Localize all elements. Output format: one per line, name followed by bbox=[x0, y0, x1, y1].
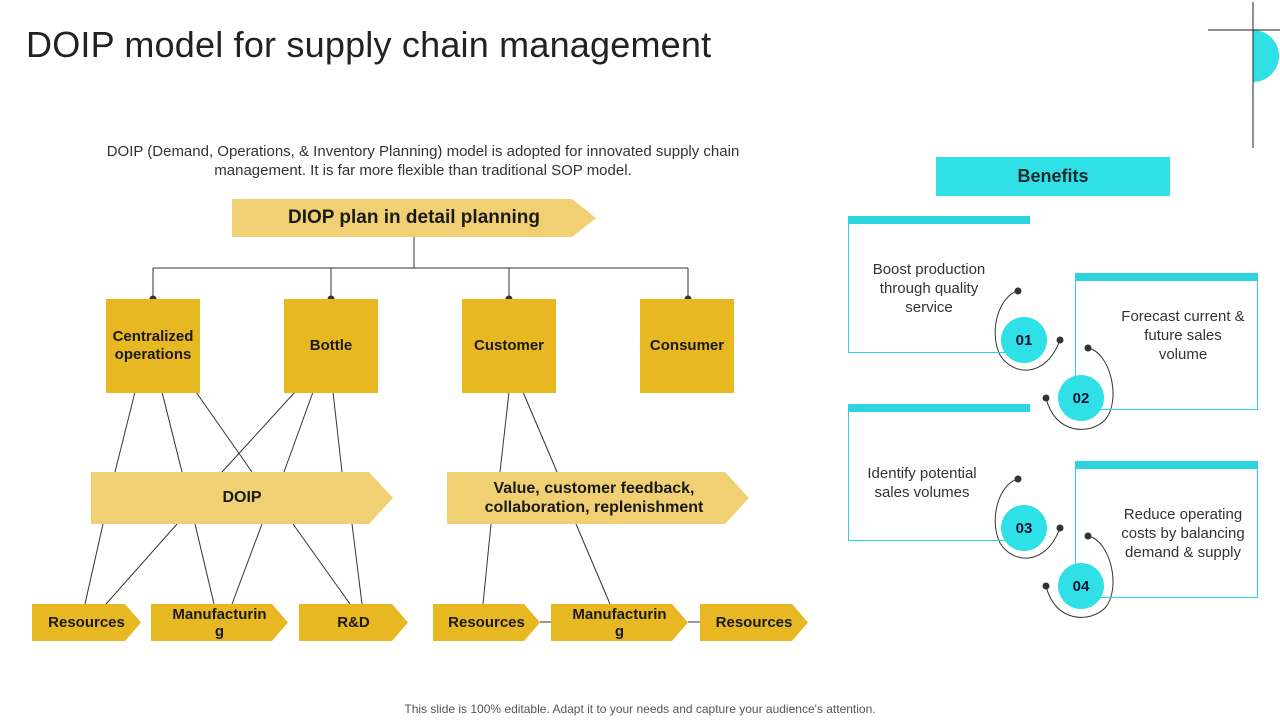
tag-rnd: R&D bbox=[299, 604, 408, 641]
connector-line bbox=[522, 391, 558, 473]
benefit-number-02: 02 bbox=[1058, 375, 1104, 421]
benefit-dot bbox=[1014, 475, 1022, 483]
benefit-text-02: Forecast current & future sales volume bbox=[1121, 308, 1245, 363]
connector-line bbox=[351, 523, 363, 605]
tag-label: Resources bbox=[715, 614, 793, 631]
intro-text: DOIP (Demand, Operations, & Inventory Pl… bbox=[106, 143, 740, 179]
benefit-number-04: 04 bbox=[1058, 563, 1104, 609]
benefit-bar bbox=[848, 216, 1030, 224]
connector-line bbox=[161, 391, 183, 473]
connector-line bbox=[114, 391, 136, 473]
box-bottle: Bottle bbox=[284, 299, 378, 393]
corner-half-circle bbox=[1253, 30, 1279, 82]
benefit-arc-04 bbox=[1045, 535, 1114, 618]
tag-manufacturing: Manufacturin g bbox=[151, 604, 288, 641]
benefit-bar bbox=[1075, 273, 1258, 281]
benefits-heading: Benefits bbox=[936, 157, 1170, 196]
connector-line bbox=[231, 523, 263, 605]
benefit-card-04 bbox=[1075, 461, 1258, 598]
box-label: Bottle bbox=[309, 337, 353, 354]
plan-arrow: DIOP plan in detail planning bbox=[232, 199, 596, 237]
benefit-card-02 bbox=[1075, 273, 1258, 410]
doip-arrow: DOIP bbox=[91, 472, 393, 524]
benefit-bar bbox=[1075, 461, 1258, 469]
box-label: Consumer bbox=[649, 337, 725, 354]
tag-resources: Resources bbox=[700, 604, 808, 641]
benefit-number-01: 01 bbox=[1001, 317, 1047, 363]
connector-line bbox=[482, 523, 492, 605]
tag-label: Resources bbox=[48, 614, 125, 631]
value-arrow-label: Value, customer feedback, collaboration,… bbox=[484, 480, 704, 516]
connector-line bbox=[105, 523, 178, 605]
box-label: Centralized operations bbox=[112, 328, 194, 363]
box-consumer: Consumer bbox=[640, 299, 734, 393]
connector-line bbox=[499, 391, 510, 473]
tag-resources: Resources bbox=[433, 604, 540, 641]
benefit-dot bbox=[1042, 394, 1050, 402]
benefit-card-03 bbox=[848, 404, 1030, 541]
connector-line bbox=[292, 523, 351, 605]
benefit-number-03: 03 bbox=[1001, 505, 1047, 551]
tag-label: R&D bbox=[337, 614, 370, 631]
tag-label: Manufacturin g bbox=[172, 605, 267, 640]
connector-line bbox=[332, 391, 343, 473]
benefit-bar bbox=[848, 404, 1030, 412]
tag-manufacturing: Manufacturin g bbox=[551, 604, 688, 641]
connector-line bbox=[194, 523, 215, 605]
benefit-text-01: Boost production through quality service bbox=[872, 261, 986, 316]
benefit-arc-03 bbox=[994, 478, 1061, 559]
footer-note: This slide is 100% editable. Adapt it to… bbox=[404, 702, 876, 716]
tag-label: Resources bbox=[448, 614, 525, 631]
benefit-dot bbox=[1014, 287, 1022, 295]
tag-label: Manufacturin g bbox=[572, 605, 667, 640]
connector-line bbox=[84, 523, 104, 605]
benefit-dot bbox=[1056, 336, 1064, 344]
box-centralized-operations: Centralized operations bbox=[106, 299, 200, 393]
benefit-text-03: Identify potential sales volumes bbox=[867, 465, 977, 501]
doip-arrow-label: DOIP bbox=[222, 489, 262, 506]
benefit-arc-02 bbox=[1045, 347, 1114, 430]
benefit-card-01 bbox=[848, 216, 1030, 353]
corner-decoration bbox=[1208, 2, 1280, 148]
value-arrow: Value, customer feedback, collaboration,… bbox=[447, 472, 749, 524]
connector-line bbox=[221, 391, 296, 473]
box-customer: Customer bbox=[462, 299, 556, 393]
box-label: Customer bbox=[473, 337, 544, 354]
plan-arrow-label: DIOP plan in detail planning bbox=[288, 207, 540, 228]
connector-line bbox=[283, 391, 314, 473]
benefit-dot bbox=[1084, 532, 1092, 540]
benefit-arc-01 bbox=[994, 290, 1061, 371]
benefit-dot bbox=[1042, 582, 1050, 590]
benefit-text-04: Reduce operating costs by balancing dema… bbox=[1121, 506, 1245, 561]
benefit-dot bbox=[1084, 344, 1092, 352]
page-title: DOIP model for supply chain management bbox=[26, 24, 712, 65]
connector-line bbox=[575, 523, 611, 605]
benefit-dot bbox=[1056, 524, 1064, 532]
connector-line bbox=[195, 391, 253, 473]
tag-resources: Resources bbox=[32, 604, 141, 641]
